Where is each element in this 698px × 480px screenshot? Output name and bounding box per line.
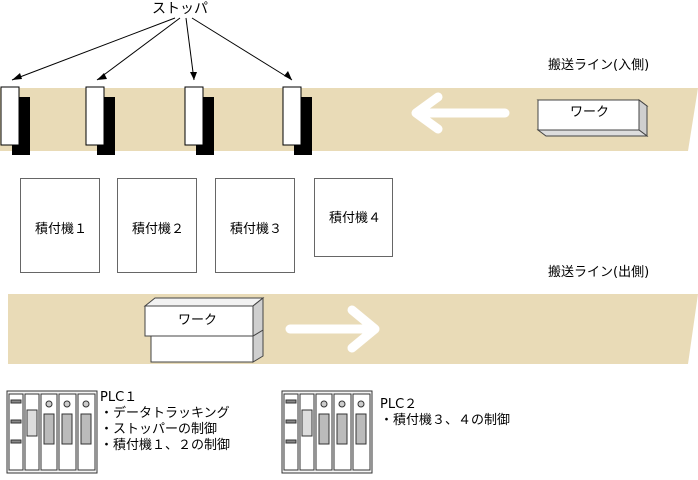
stacker-1: 積付機１ <box>20 178 100 273</box>
infeed-conveyor <box>0 88 698 151</box>
stopper-2 <box>85 86 115 155</box>
stacker-3: 積付機３ <box>215 178 295 273</box>
plc2-description: PLC２ ・積付機３、４の制御 <box>380 397 510 429</box>
plc1-name: PLC１ <box>100 390 138 405</box>
outfeed-line-label: 搬送ライン(出側) <box>548 265 650 280</box>
infeed-workpiece-label: ワーク <box>570 105 610 120</box>
plc1-description: PLC１ ・データトラッキング ・ストッパーの制御 ・積付機１、２の制御 <box>100 390 230 454</box>
infeed-flow-arrow <box>411 92 510 134</box>
stopper-1 <box>0 86 30 155</box>
stopper-pointer-arrowheads <box>12 71 292 80</box>
stopper-3 <box>184 86 214 155</box>
stopper-label: ストッパ <box>152 1 208 17</box>
outfeed-workpiece-label: ワーク <box>178 313 218 328</box>
plc1-rack <box>6 390 98 474</box>
stacker-1-label: 積付機１ <box>35 222 88 237</box>
stopper-pointer-lines <box>11 17 293 81</box>
stacker-3-label: 積付機３ <box>230 222 283 237</box>
outfeed-flow-arrow <box>285 305 380 353</box>
infeed-workpiece <box>536 99 649 137</box>
plc1-role: ・データトラッキング <box>100 406 230 421</box>
stacker-2-label: 積付機２ <box>132 222 185 237</box>
outfeed-workpiece-stack <box>143 296 265 363</box>
plc2-role: ・積付機３、４の制御 <box>380 413 511 428</box>
plc1-role: ・ストッパーの制御 <box>100 422 218 437</box>
plc2-name: PLC２ <box>380 397 418 412</box>
plc2-rack <box>281 390 373 474</box>
plc1-role: ・積付機１、２の制御 <box>100 438 231 453</box>
stacker-4: 積付機４ <box>314 178 393 257</box>
stacker-2: 積付機２ <box>117 178 197 273</box>
infeed-line-label: 搬送ライン(入側) <box>548 58 650 73</box>
stacker-4-label: 積付機４ <box>329 211 382 226</box>
stopper-4 <box>282 86 312 155</box>
